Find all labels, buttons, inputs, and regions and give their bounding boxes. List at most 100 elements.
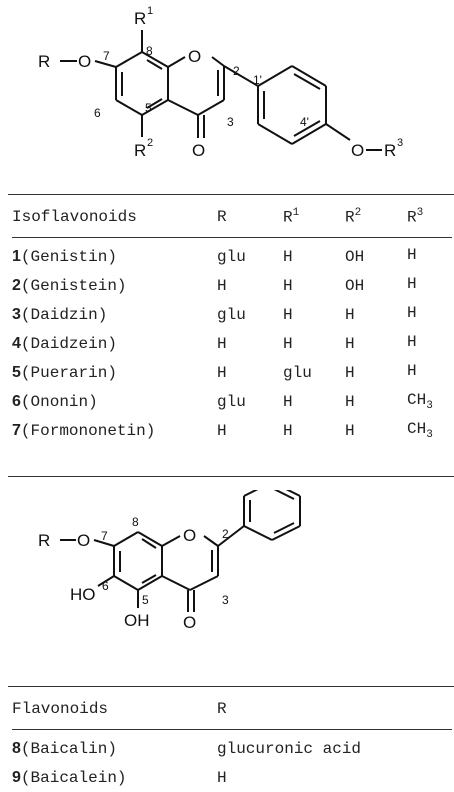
position-8: 8 [146, 44, 153, 58]
isoflavone-structure: R O O R 1 R 2 O O R 3 7 8 2 6 5 3 1' 4' [38, 5, 403, 160]
cell-r1: glu [283, 363, 312, 382]
table-row: 1(Genistin) glu H OH H [12, 242, 452, 271]
position-1-prime: 1' [253, 73, 262, 87]
carbonyl-oxygen-label: O [183, 613, 196, 632]
cell-r2: H [345, 334, 355, 353]
cell-r3: H [407, 332, 417, 351]
r3-label: R [384, 141, 396, 160]
ho-label: HO [70, 585, 96, 604]
header-r: R [217, 207, 227, 226]
ring-a [115, 51, 169, 116]
flavonoids-header-row: Flavonoids R [12, 694, 452, 723]
position-2: 2 [233, 64, 240, 78]
position-4-prime: 4' [300, 115, 309, 129]
position-2: 2 [222, 527, 229, 541]
cell-r1: H [283, 421, 293, 440]
cell-r3: H [407, 245, 417, 264]
isoflavonoids-header-row: Isoflavonoids R R1 R2 R3 [12, 202, 452, 231]
table-row: 5(Puerarin) H glu H H [12, 358, 452, 387]
cell-r: H [217, 363, 227, 382]
compound-name: 4(Daidzein) [12, 334, 117, 353]
table-row: 3(Daidzin) glu H H H [12, 300, 452, 329]
ring-c [167, 56, 225, 138]
table1-bottom-rule [8, 476, 454, 477]
cell-r3: CH3 [407, 390, 433, 413]
header-r2: R2 [345, 206, 362, 227]
ring-a [113, 531, 163, 591]
cell-r2: OH [345, 276, 365, 295]
ring-c [161, 535, 219, 612]
position-5: 5 [142, 593, 149, 607]
carbonyl-oxygen-label: O [192, 141, 205, 160]
r1-sup: 1 [147, 5, 153, 17]
flavone-structure: R O O HO OH O 7 8 2 6 5 3 [38, 490, 301, 632]
ether-oxygen-label: O [77, 531, 90, 550]
position-6: 6 [94, 106, 101, 120]
cell-r: H [217, 276, 227, 295]
header-flavonoids: Flavonoids [12, 699, 109, 718]
cell-r1: H [283, 305, 293, 324]
position-7: 7 [101, 529, 108, 543]
isoflavonoids-table: Isoflavonoids R R1 R2 R3 1(Genistin) glu… [12, 202, 452, 445]
header-r: R [217, 699, 227, 718]
cell-r3: H [407, 361, 417, 380]
cell-r1: H [283, 392, 293, 411]
cell-r: H [217, 768, 227, 787]
cell-r3: H [407, 274, 417, 293]
position-5: 5 [145, 101, 152, 115]
compound-name: 1(Genistin) [12, 247, 117, 266]
compound-name: 6(Ononin) [12, 392, 98, 411]
compound-name: 2(Genistein) [12, 276, 127, 295]
r3-sup: 3 [397, 137, 403, 149]
flavonoids-table: Flavonoids R 8(Baicalin) glucuronic acid… [12, 694, 452, 792]
cell-r: glu [217, 392, 246, 411]
position-7: 7 [103, 49, 110, 63]
compound-name: 7(Formononetin) [12, 421, 156, 440]
position-8: 8 [132, 515, 139, 529]
cell-r: glucuronic acid [217, 739, 362, 758]
cell-r2: H [345, 392, 355, 411]
table1-top-rule [8, 194, 454, 195]
header-r1: R1 [283, 206, 300, 227]
position-3: 3 [222, 593, 229, 607]
header-isoflavonoids: Isoflavonoids [12, 207, 137, 226]
r-group-label: R [38, 52, 50, 71]
compound-name: 5(Puerarin) [12, 363, 117, 382]
cell-r: H [217, 334, 227, 353]
r1-label: R [134, 9, 146, 28]
table2-top-rule [8, 686, 454, 687]
oh-label: OH [124, 611, 150, 630]
position-6: 6 [102, 579, 109, 593]
table-row: 7(Formononetin) H H H CH3 [12, 416, 452, 445]
c7-o-bond [94, 60, 117, 68]
r2-sup: 2 [147, 137, 153, 149]
ring-b [223, 65, 382, 151]
compound-name: 9(Baicalein) [12, 768, 127, 787]
c7-o-bond [93, 539, 115, 547]
cell-r: H [217, 421, 227, 440]
cell-r1: H [283, 247, 293, 266]
c6-ho-bond [97, 575, 115, 587]
ether-oxygen-label: O [78, 52, 91, 71]
r-group-label: R [38, 531, 50, 550]
cell-r2: H [345, 305, 355, 324]
ring-oxygen-label: O [188, 47, 201, 66]
cell-r2: OH [345, 247, 365, 266]
ring-b [217, 490, 301, 547]
table-row: 8(Baicalin) glucuronic acid [12, 734, 452, 763]
position-3: 3 [227, 115, 234, 129]
table-row: 6(Ononin) glu H H CH3 [12, 387, 452, 416]
cell-r3: H [407, 303, 417, 322]
compound-name: 8(Baicalin) [12, 739, 117, 758]
r2-label: R [134, 141, 146, 160]
cell-r: glu [217, 247, 246, 266]
cell-r1: H [283, 276, 293, 295]
ring-oxygen-label: O [183, 526, 196, 545]
cell-r3: CH3 [407, 419, 433, 442]
compound-name: 3(Daidzin) [12, 305, 108, 324]
header-r3: R3 [407, 206, 424, 227]
cell-r1: H [283, 334, 293, 353]
cell-r2: H [345, 421, 355, 440]
b-ring-oxygen-label: O [351, 141, 364, 160]
table-row: 9(Baicalein) H [12, 763, 452, 792]
